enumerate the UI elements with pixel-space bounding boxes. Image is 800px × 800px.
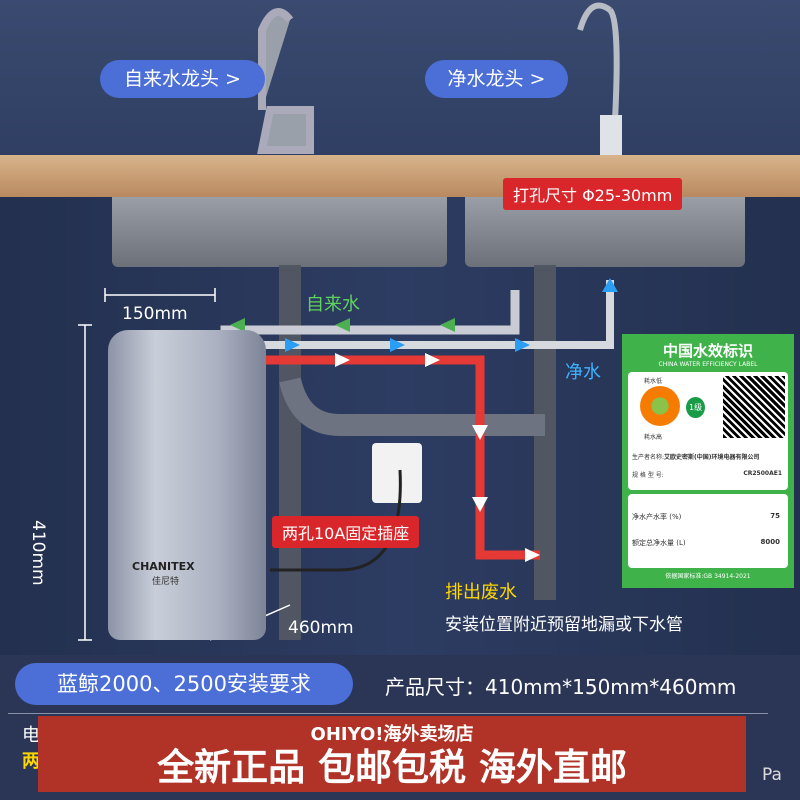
waste-water-label: 排出废水 [445, 582, 517, 603]
standard: 依据国家标准:GB 34914-2021 [665, 573, 751, 580]
water-drops-icon [640, 386, 680, 426]
pure-water-faucet-label: 净水龙头 > [425, 60, 568, 98]
banner-slogan: 全新正品 包邮包税 海外直邮 [157, 746, 627, 789]
drain-note: 安装位置附近预留地漏或下水管 [445, 615, 683, 635]
height-dimension: 410mm [28, 520, 48, 586]
rate-label: 净水产水率 (%) [632, 513, 682, 521]
tap-water-faucet-label: 自来水龙头 > [100, 60, 265, 98]
low-consumption: 耗水低 [644, 378, 663, 385]
label-title: 中国水效标识 [662, 342, 753, 360]
pure-water-faucet-icon [577, 2, 620, 121]
brand-logo: CHANITEX [132, 560, 195, 573]
partial-text-left-2: 两 [22, 751, 40, 772]
rate: 75 [770, 512, 780, 520]
height-dim-line [78, 324, 92, 641]
green-arrows [230, 318, 455, 332]
sink-left [112, 197, 447, 267]
tap-water-faucet-icon [257, 8, 314, 154]
drain-pipe-horizontal [279, 377, 545, 436]
waste-water-pipe [255, 355, 540, 560]
white-arrows [335, 353, 540, 562]
partial-text-left: 电 [22, 725, 40, 746]
install-requirements-pill: 蓝鲸2000、2500安装要求 [15, 663, 353, 705]
tap-water-pipe [220, 290, 520, 345]
pipes-diagram [78, 2, 622, 641]
water-efficiency-label: 中国水效标识 CHINA WATER EFFICIENCY LABEL 耗水低 … [622, 334, 794, 588]
hole-size-tag: 打孔尺寸 Φ25-30mm [503, 178, 683, 210]
socket-icon [372, 443, 422, 503]
model-label: 规 格 型 号: [632, 472, 664, 479]
store-banner: OHIYO!海外卖场店 全新正品 包邮包税 海外直邮 [38, 716, 746, 792]
grade-badge: 1级 [686, 397, 706, 418]
model: CR2500AE1 [743, 470, 782, 477]
manufacturer-label: 生产者名称: [632, 454, 665, 461]
divider [8, 713, 768, 714]
brand-cn: 佳尼特 [152, 577, 180, 587]
partial-text-right: Pa [762, 765, 782, 785]
pure-faucet-body [600, 115, 622, 155]
high-consumption: 耗水高 [644, 434, 663, 441]
qr-code-icon [723, 376, 785, 438]
volume: 8000 [760, 538, 780, 546]
power-cord [270, 469, 402, 572]
tap-water-label: 自来水 [306, 294, 360, 315]
depth-dimension: 460mm [288, 618, 354, 638]
pure-water-pipe [225, 280, 614, 349]
blue-arrows [285, 278, 618, 352]
pure-water-label: 净水 [565, 362, 601, 383]
manufacturer: 艾欧史密斯(中国)环境电器有限公司 [664, 454, 760, 461]
product-size: 产品尺寸：410mm*150mm*460mm [385, 675, 737, 699]
width-dimension: 150mm [122, 304, 188, 324]
store-name: OHIYO!海外卖场店 [310, 724, 474, 745]
width-dim-line [104, 288, 216, 302]
water-purifier-unit: CHANITEX 佳尼特 [108, 330, 266, 640]
label-subtitle: CHINA WATER EFFICIENCY LABEL [658, 361, 758, 368]
volume-label: 额定总净水量 (L) [632, 539, 686, 547]
socket-label: 两孔10A固定插座 [272, 516, 420, 548]
